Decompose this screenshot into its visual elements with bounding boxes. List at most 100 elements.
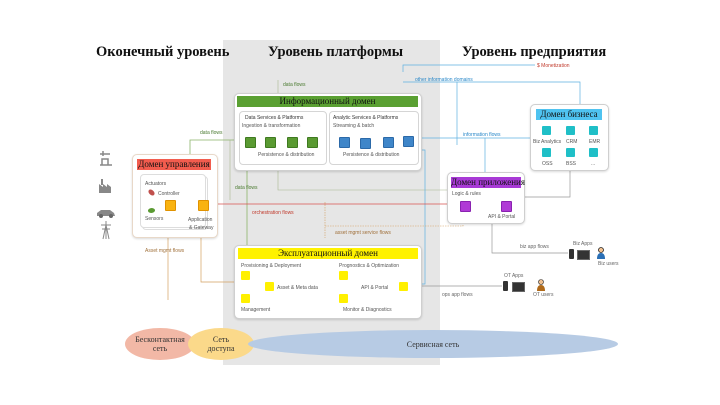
data-service-node	[287, 137, 298, 148]
business-item-label: CRM	[566, 139, 578, 145]
orchestration-flows-label: orchestration flows	[252, 210, 294, 216]
ot-users-label: OT users	[533, 292, 554, 298]
data-flow-line-top	[189, 139, 239, 155]
biz-app-flow-line	[491, 210, 568, 254]
asset-mgmt-service-horizontal	[325, 212, 464, 227]
controller-label: Controller	[158, 191, 180, 197]
business-app-node	[566, 126, 575, 135]
logic-node	[460, 201, 471, 212]
data-flows-label-left: data flows	[200, 130, 223, 136]
analytic-service-node	[360, 138, 371, 149]
control-domain: Домен управления Actuators Controller Se…	[132, 154, 218, 238]
ot-phone-icon	[503, 281, 508, 291]
logic-rules-label: Logic & rules	[452, 191, 481, 197]
business-item-label: OSS	[542, 161, 553, 167]
biz-apps-label: Biz Apps	[573, 241, 593, 247]
biz-users-label: Biz users	[598, 261, 619, 267]
business-app-node	[589, 148, 598, 157]
ot-apps-label: OT Apps	[504, 273, 524, 279]
information-domain: Информационный домен Data Services & Pla…	[234, 93, 422, 171]
biz-app-flows-label: biz app flows	[520, 244, 549, 250]
data-services-persistence-label: Persistence & distribution	[258, 152, 315, 158]
data-service-node	[307, 137, 318, 148]
analytic-services-streaming-label: Streaming & batch	[333, 123, 375, 129]
asset-meta-node	[265, 282, 274, 291]
service-network-label: Сервисная сеть	[406, 339, 460, 349]
information-flows-label: information flows	[463, 132, 501, 138]
analytic-service-node	[383, 137, 394, 148]
api-node	[501, 201, 512, 212]
car-icon	[96, 205, 116, 223]
business-app-node	[542, 126, 551, 135]
oil-pump-icon	[98, 150, 114, 171]
monitor-node	[339, 294, 348, 303]
business-domain-title: Домен бизнеса	[536, 109, 602, 120]
analytic-service-node	[403, 136, 414, 147]
biz-user-icon	[597, 246, 605, 259]
actuators-label: Actuators	[145, 181, 167, 187]
business-app-node	[589, 126, 598, 135]
tier-title-platform: Уровень платформы	[268, 44, 404, 60]
service-network: Сервисная сеть	[248, 330, 618, 358]
controller-node	[165, 200, 176, 211]
ops-api-node	[399, 282, 408, 291]
proximity-network-line2: сеть	[152, 344, 168, 353]
management-label: Management	[241, 307, 271, 313]
access-network-line1: Сеть	[212, 335, 230, 344]
tier-title-edge: Оконечный уровень	[96, 44, 230, 60]
asset-meta-label: Asset & Meta data	[277, 285, 318, 291]
sensors-label: Sensors	[145, 216, 164, 222]
ot-monitor-icon	[512, 282, 525, 292]
monetization-label: $ Monetization	[537, 63, 570, 69]
business-item-label: Biz Analytics	[533, 139, 562, 145]
operations-domain-title: Эксплуатационный домен	[238, 248, 418, 259]
management-node	[241, 294, 250, 303]
tier-title-enterprise: Уровень предприятия	[462, 44, 607, 60]
ot-user-icon	[537, 278, 545, 291]
business-app-node	[566, 148, 575, 157]
data-services-title: Data Services & Platforms	[245, 115, 304, 121]
provisioning-node	[241, 271, 250, 280]
biz-monitor-icon	[577, 250, 590, 260]
application-domain: Домен приложения Logic & rules API & Por…	[447, 172, 525, 224]
analytic-services-persistence-label: Persistence & distribution	[343, 152, 400, 158]
data-services-box: Data Services & Platforms Ingestion & tr…	[239, 111, 327, 165]
app-to-biz-line	[523, 170, 571, 198]
operations-domain: Эксплуатационный домен Provisioning & De…	[234, 245, 422, 319]
data-flows-label-mid: data flows	[235, 185, 258, 191]
ops-app-flows-label: ops app flows	[442, 292, 473, 298]
power-pylon-icon	[99, 220, 113, 245]
application-domain-title: Домен приложения	[451, 177, 525, 188]
data-service-node	[245, 137, 256, 148]
business-item-label: EMR	[589, 139, 601, 145]
factory-icon	[98, 178, 114, 199]
prognostics-node	[339, 271, 348, 280]
monetization-line	[402, 64, 535, 72]
control-domain-title: Домен управления	[137, 159, 211, 170]
analytic-services-box: Analytic Services & Platforms Streaming …	[329, 111, 419, 165]
business-item-label: BSS	[566, 161, 577, 167]
access-network-line2: доступа	[207, 344, 235, 353]
actuator-icon	[147, 188, 156, 197]
asset-mgmt-service-flows-label: asset mgmt service flows	[335, 230, 391, 236]
other-info-domains-label: other information domains	[415, 77, 473, 83]
monitor-label: Monitor & Diagnostics	[343, 307, 392, 313]
business-item-label: ...	[591, 161, 596, 167]
prognostics-label: Prognostics & Optimization	[339, 263, 400, 269]
proximity-network-line1: Бесконтактная	[135, 335, 185, 344]
api-portal-label: API & Portal	[488, 214, 516, 220]
sensor-icon	[147, 206, 156, 215]
biz-phone-icon	[569, 249, 574, 259]
gateway-label-1: Application	[188, 217, 213, 223]
data-service-node	[265, 137, 276, 148]
gateway-label-2: & Gateway	[189, 225, 214, 231]
asset-mgmt-flows-label: Asset mgmt flows	[145, 248, 185, 254]
analytic-services-title: Analytic Services & Platforms	[333, 115, 399, 121]
other-info-horizontal	[403, 81, 581, 108]
data-flows-label-top: data flows	[283, 82, 306, 88]
business-domain: Домен бизнеса Biz Analytics CRM EMR OSS …	[530, 104, 609, 171]
provisioning-label: Provisioning & Deployment	[241, 263, 302, 269]
business-app-node	[542, 148, 551, 157]
